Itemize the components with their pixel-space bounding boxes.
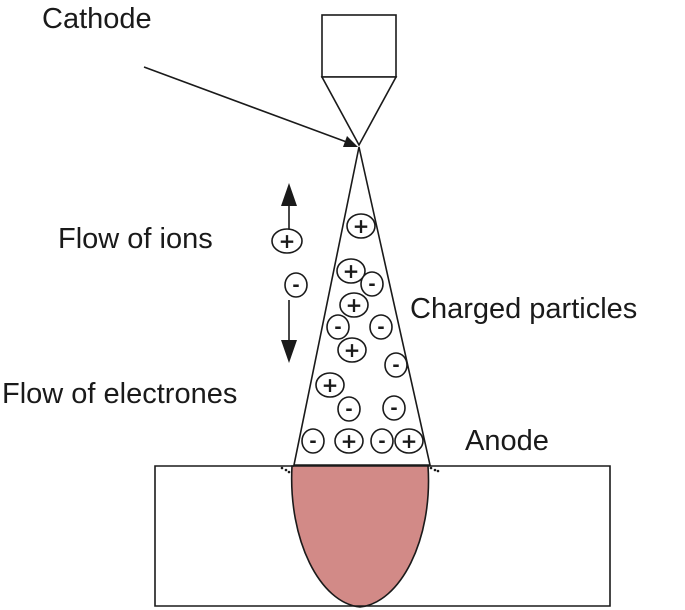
flow-of-electrones-label: Flow of electrones <box>2 378 238 410</box>
melt-edge-marks <box>280 466 440 474</box>
electron-particle: - <box>337 396 361 422</box>
weld-pool <box>290 465 430 608</box>
charged-particles-group: ++-+--+-+---+-+ <box>301 213 424 454</box>
legend-ion-particle: + <box>271 228 303 254</box>
particle-outline <box>339 292 369 318</box>
charged-particles-label: Charged particles <box>410 293 638 325</box>
particle-outline <box>360 271 384 297</box>
ion-flow-arrowhead <box>281 183 297 206</box>
particle-sign: + <box>343 259 360 283</box>
electron-particle: - <box>326 314 350 340</box>
particle-sign: - <box>334 317 341 338</box>
particle-sign: + <box>344 338 361 362</box>
electron-particle: - <box>382 395 406 421</box>
particle-outline <box>326 314 350 340</box>
cathode-pointer-arrowhead <box>343 136 358 147</box>
cathode-label: Cathode <box>42 3 152 35</box>
particle-outline <box>346 213 376 239</box>
particle-outline <box>337 396 361 422</box>
particle-outline <box>315 372 345 398</box>
legend-electron-sign: - <box>292 275 299 296</box>
legend-ion-sign: + <box>279 229 296 253</box>
anode-workpiece <box>154 465 611 607</box>
particle-outline <box>384 352 408 378</box>
cathode-body <box>321 14 397 78</box>
flow-of-ions-label: Flow of ions <box>58 223 213 255</box>
ion-particle: + <box>339 292 369 318</box>
particle-sign: - <box>392 355 399 376</box>
electron-particle: - <box>301 428 325 454</box>
ion-particle: + <box>315 372 345 398</box>
particle-sign: - <box>368 274 375 295</box>
electron-particle: - <box>384 352 408 378</box>
cathode-tip <box>320 76 398 147</box>
ion-particle: + <box>336 258 366 284</box>
particle-sign: + <box>353 214 370 238</box>
ion-particle: + <box>337 337 367 363</box>
electron-particle: - <box>369 314 393 340</box>
particle-outline <box>394 428 424 454</box>
electron-particle: - <box>360 271 384 297</box>
particle-sign: - <box>309 431 316 452</box>
particle-outline <box>334 428 364 454</box>
particle-outline <box>336 258 366 284</box>
ion-particle: + <box>346 213 376 239</box>
particle-sign: + <box>322 373 339 397</box>
particle-sign: - <box>390 398 397 419</box>
particle-sign: - <box>378 431 385 452</box>
electron-flow-arrowhead <box>281 340 297 363</box>
particle-outline <box>369 314 393 340</box>
particle-outline <box>337 337 367 363</box>
particle-sign: + <box>341 429 358 453</box>
particle-outline <box>370 428 394 454</box>
particle-sign: - <box>345 399 352 420</box>
cathode-pointer-line <box>143 66 353 145</box>
ion-particle: + <box>334 428 364 454</box>
particle-outline <box>301 428 325 454</box>
particle-outline <box>382 395 406 421</box>
particle-sign: + <box>346 293 363 317</box>
ion-particle: + <box>394 428 424 454</box>
particle-sign: + <box>401 429 418 453</box>
legend-electron-particle: - <box>284 272 308 298</box>
anode-label: Anode <box>465 425 549 457</box>
particle-sign: - <box>377 317 384 338</box>
electron-particle: - <box>370 428 394 454</box>
